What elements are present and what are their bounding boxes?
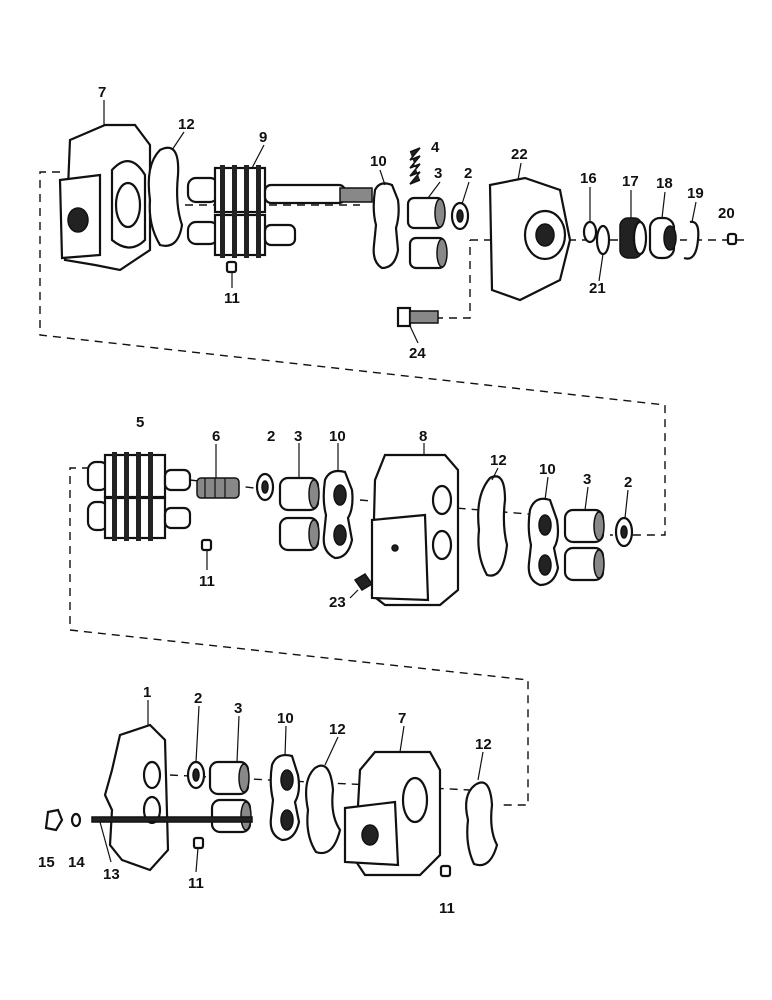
callout-labels: 7 12 9 4 10 3 2 22 16 17 18 19 20 21 11 … (38, 84, 735, 917)
part-23-fitting (353, 572, 374, 592)
part-10-plate-mid-right (527, 497, 560, 587)
callout-11-bottom-right: 11 (439, 900, 455, 917)
part-3-bushings-top (406, 196, 448, 270)
leader-lines (99, 100, 697, 873)
callout-9: 9 (259, 129, 267, 146)
callout-13: 13 (103, 866, 120, 883)
callout-10-bottom: 10 (277, 710, 294, 727)
part-2-seal-top (450, 201, 470, 231)
part-8-housing-mid (370, 453, 460, 607)
callout-3-mid-right: 3 (583, 471, 591, 488)
part-10-plate-mid-left (322, 469, 354, 560)
callout-1: 1 (143, 684, 151, 701)
callout-5: 5 (136, 414, 144, 431)
part-22-cover (488, 176, 572, 302)
part-17-seal (619, 217, 648, 259)
part-14-washer (70, 812, 82, 828)
callout-11-bottom-left: 11 (188, 875, 204, 892)
part-13-stud (91, 816, 253, 823)
callout-18: 18 (656, 175, 673, 192)
part-2-seal-bottom (186, 760, 206, 790)
part-12-gasket-bottom-right (465, 781, 499, 867)
part-12-gasket-top (147, 146, 184, 247)
callout-12-top: 12 (178, 116, 195, 133)
part-11-pin-mid (200, 538, 213, 552)
part-20-plug (726, 232, 738, 246)
part-4-spring (409, 147, 421, 185)
callout-24: 24 (409, 345, 426, 362)
part-5-gear-pair (86, 452, 192, 541)
callout-3-bottom: 3 (234, 700, 242, 717)
part-3-bushings-bottom (208, 760, 252, 834)
callout-2-mid-right: 2 (624, 474, 632, 491)
part-12-gasket-bottom-left (305, 764, 342, 855)
callout-4: 4 (431, 139, 440, 156)
callout-10-mid-right: 10 (539, 461, 556, 478)
part-12-gasket-mid (477, 475, 509, 577)
part-11-pin-bottom-right (439, 864, 452, 878)
callout-8: 8 (419, 428, 427, 445)
callout-12-bottom-left: 12 (329, 721, 346, 738)
part-10-plate-top (372, 182, 400, 270)
callout-3-mid: 3 (294, 428, 302, 445)
callout-17: 17 (622, 173, 639, 190)
callout-10-mid-left: 10 (329, 428, 346, 445)
part-18-bearing (648, 216, 677, 260)
part-6-splined-shaft (196, 477, 240, 499)
part-2-seal-mid-right (614, 516, 634, 548)
part-11-pin-bottom-left (192, 836, 205, 850)
part-11-pin-top (225, 260, 238, 274)
part-3-bushings-mid-right (563, 508, 605, 582)
part-7-housing-top (58, 123, 152, 272)
part-24-bolt (396, 306, 439, 328)
callout-2-mid: 2 (267, 428, 275, 445)
callout-19: 19 (687, 185, 704, 202)
callout-12-mid: 12 (490, 452, 507, 469)
part-1-front-cover (103, 723, 170, 872)
part-15-nut (44, 808, 64, 832)
callout-11-mid: 11 (199, 573, 215, 590)
callout-7-bottom: 7 (398, 710, 406, 727)
callout-10-top: 10 (370, 153, 387, 170)
callout-15: 15 (38, 854, 55, 871)
callout-16: 16 (580, 170, 597, 187)
callout-21: 21 (589, 280, 606, 297)
callout-7-top: 7 (98, 84, 106, 101)
part-3-bushings-mid (278, 476, 320, 552)
callout-3-top: 3 (434, 165, 442, 182)
part-10-plate-bottom (269, 753, 301, 842)
part-19-snap-ring (683, 220, 700, 260)
callout-22: 22 (511, 146, 528, 163)
callout-12-bottom-right: 12 (475, 736, 492, 753)
callout-2-bottom: 2 (194, 690, 202, 707)
part-16-ring (582, 220, 598, 244)
part-9-gear-shaft (186, 165, 373, 258)
callout-6: 6 (212, 428, 220, 445)
part-7-housing-bottom (343, 750, 442, 877)
callout-20: 20 (718, 205, 735, 222)
callout-2-top: 2 (464, 165, 472, 182)
part-2-seal-mid (255, 472, 275, 502)
callout-23: 23 (329, 594, 346, 611)
callout-11-top: 11 (224, 290, 240, 307)
callout-14: 14 (68, 854, 85, 871)
part-21-oring (595, 224, 611, 256)
